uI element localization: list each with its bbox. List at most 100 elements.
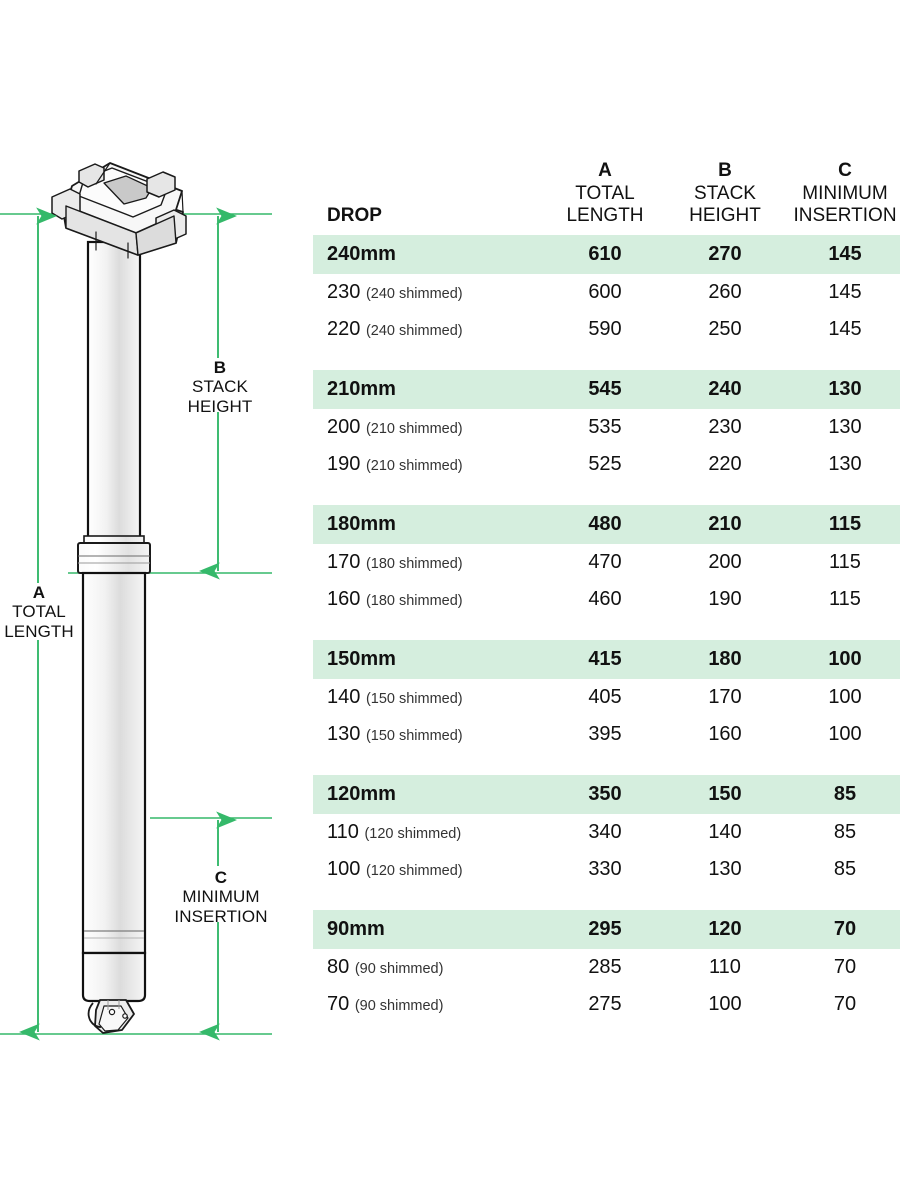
header-stack-height: B STACK HEIGHT xyxy=(665,160,785,235)
dimension-text-b-line2: HEIGHT xyxy=(187,396,253,416)
group-spacer xyxy=(313,618,900,640)
cell-stack-height: 260 xyxy=(708,281,742,304)
cell-minimum-insertion: 100 xyxy=(828,723,862,746)
cell-total-length: 545 xyxy=(545,370,665,410)
cell-minimum-insertion: 130 xyxy=(828,416,862,439)
cell-drop-value: 70 xyxy=(327,993,350,1016)
cell-stack-height: 170 xyxy=(708,686,742,709)
cell-drop: 110 (120 shimmed) xyxy=(313,814,545,851)
cell-drop: 220 (240 shimmed) xyxy=(313,311,545,348)
cell-minimum-insertion: 70 xyxy=(833,993,857,1016)
cell-drop-value: 170 xyxy=(327,551,361,574)
cell-drop: 200 (210 shimmed) xyxy=(313,409,545,446)
cell-drop-value: 140 xyxy=(327,686,361,709)
dimension-letter-c: C xyxy=(214,868,228,887)
cell-drop-shim-note: (210 shimmed) xyxy=(365,458,463,475)
cell-stack-height: 180 xyxy=(665,640,785,680)
cell-drop-value: 230 xyxy=(327,281,361,304)
header-total-length: A TOTAL LENGTH xyxy=(545,160,665,235)
cell-total-length: 600 xyxy=(588,281,622,304)
cell-drop-shim-note: (120 shimmed) xyxy=(364,826,462,843)
cell-drop: 160 (180 shimmed) xyxy=(313,581,545,618)
seatpost-diagram: B STACK HEIGHT A TOTAL LENGTH C MINIMUM … xyxy=(0,0,300,1200)
cell-total-length: 535 xyxy=(588,416,622,439)
cell-minimum-insertion: 145 xyxy=(785,235,900,275)
header-a-letter: A xyxy=(598,160,612,181)
group-spacer-cell xyxy=(313,888,900,910)
table-row-shimmed: 230 (240 shimmed) 600 260 145 xyxy=(313,274,900,311)
cell-total-length: 405 xyxy=(588,686,622,709)
group-spacer-cell xyxy=(313,618,900,640)
cell-drop: 70 (90 shimmed) xyxy=(313,986,545,1023)
dimension-text-c-line1: MINIMUM xyxy=(182,887,260,907)
cell-stack-height: 120 xyxy=(665,910,785,950)
cell-drop-shim-note: (240 shimmed) xyxy=(365,323,463,340)
cell-drop-shim-note: (150 shimmed) xyxy=(365,728,463,745)
header-c-letter: C xyxy=(838,160,852,181)
cell-minimum-insertion: 70 xyxy=(833,956,857,979)
cell-stack-height: 110 xyxy=(709,956,741,979)
header-minimum-insertion: C MINIMUM INSERTION xyxy=(785,160,900,235)
cell-drop-value: 160 xyxy=(327,588,361,611)
cell-minimum-insertion: 115 xyxy=(829,551,861,574)
cable-actuator-lever xyxy=(87,999,135,1034)
cell-minimum-insertion: 100 xyxy=(785,640,900,680)
cell-total-length: 525 xyxy=(588,453,622,476)
cell-total-length: 285 xyxy=(588,956,622,979)
cell-minimum-insertion: 145 xyxy=(828,318,862,341)
cell-drop-shim-note: (180 shimmed) xyxy=(365,556,463,573)
header-drop-label: DROP xyxy=(327,205,382,227)
dimension-label-a: A TOTAL LENGTH xyxy=(0,583,78,641)
cell-drop: 180mm xyxy=(313,505,545,545)
dimension-letter-b: B xyxy=(213,358,227,377)
cell-drop: 100 (120 shimmed) xyxy=(313,851,545,888)
cell-drop: 170 (180 shimmed) xyxy=(313,544,545,581)
group-spacer-cell xyxy=(313,753,900,775)
cell-total-length: 395 xyxy=(588,723,622,746)
cell-minimum-insertion: 145 xyxy=(828,281,862,304)
cell-drop-value: 200 xyxy=(327,416,361,439)
cell-total-length: 590 xyxy=(588,318,622,341)
cell-drop: 130 (150 shimmed) xyxy=(313,716,545,753)
cell-drop-shim-note: (240 shimmed) xyxy=(365,286,463,303)
group-spacer xyxy=(313,888,900,910)
header-drop: DROP xyxy=(313,160,545,235)
cell-total-length: 340 xyxy=(588,821,622,844)
cell-total-length: 460 xyxy=(588,588,622,611)
cell-stack-height: 240 xyxy=(665,370,785,410)
cell-minimum-insertion: 115 xyxy=(785,505,900,545)
cell-total-length: 330 xyxy=(588,858,622,881)
cell-drop-shim-note: (180 shimmed) xyxy=(365,593,463,610)
cell-stack-height: 160 xyxy=(708,723,742,746)
cell-stack-height: 100 xyxy=(708,993,742,1016)
cell-minimum-insertion: 130 xyxy=(785,370,900,410)
cell-total-length: 415 xyxy=(545,640,665,680)
header-c-line2: INSERTION xyxy=(793,205,897,227)
cell-drop-shim-note: (150 shimmed) xyxy=(365,691,463,708)
cell-drop-shim-note: (90 shimmed) xyxy=(354,998,444,1015)
saddle-clamp-head xyxy=(51,162,187,259)
cell-total-length: 610 xyxy=(545,235,665,275)
header-c-line1: MINIMUM xyxy=(802,183,888,205)
cell-minimum-insertion: 85 xyxy=(833,821,857,844)
header-row: DROP A TOTAL LENGTH B STACK HEIGHT C M xyxy=(313,160,900,235)
cell-total-length: 350 xyxy=(545,775,665,815)
dimension-text-a-line2: LENGTH xyxy=(4,621,74,641)
cell-drop: 150mm xyxy=(313,640,545,680)
dimension-text-c-line2: INSERTION xyxy=(174,906,268,926)
cell-total-length: 275 xyxy=(588,993,622,1016)
sizing-table: DROP A TOTAL LENGTH B STACK HEIGHT C M xyxy=(313,160,900,1023)
group-spacer xyxy=(313,753,900,775)
cell-drop-value: 130 xyxy=(327,723,361,746)
header-b-line2: HEIGHT xyxy=(689,205,761,227)
